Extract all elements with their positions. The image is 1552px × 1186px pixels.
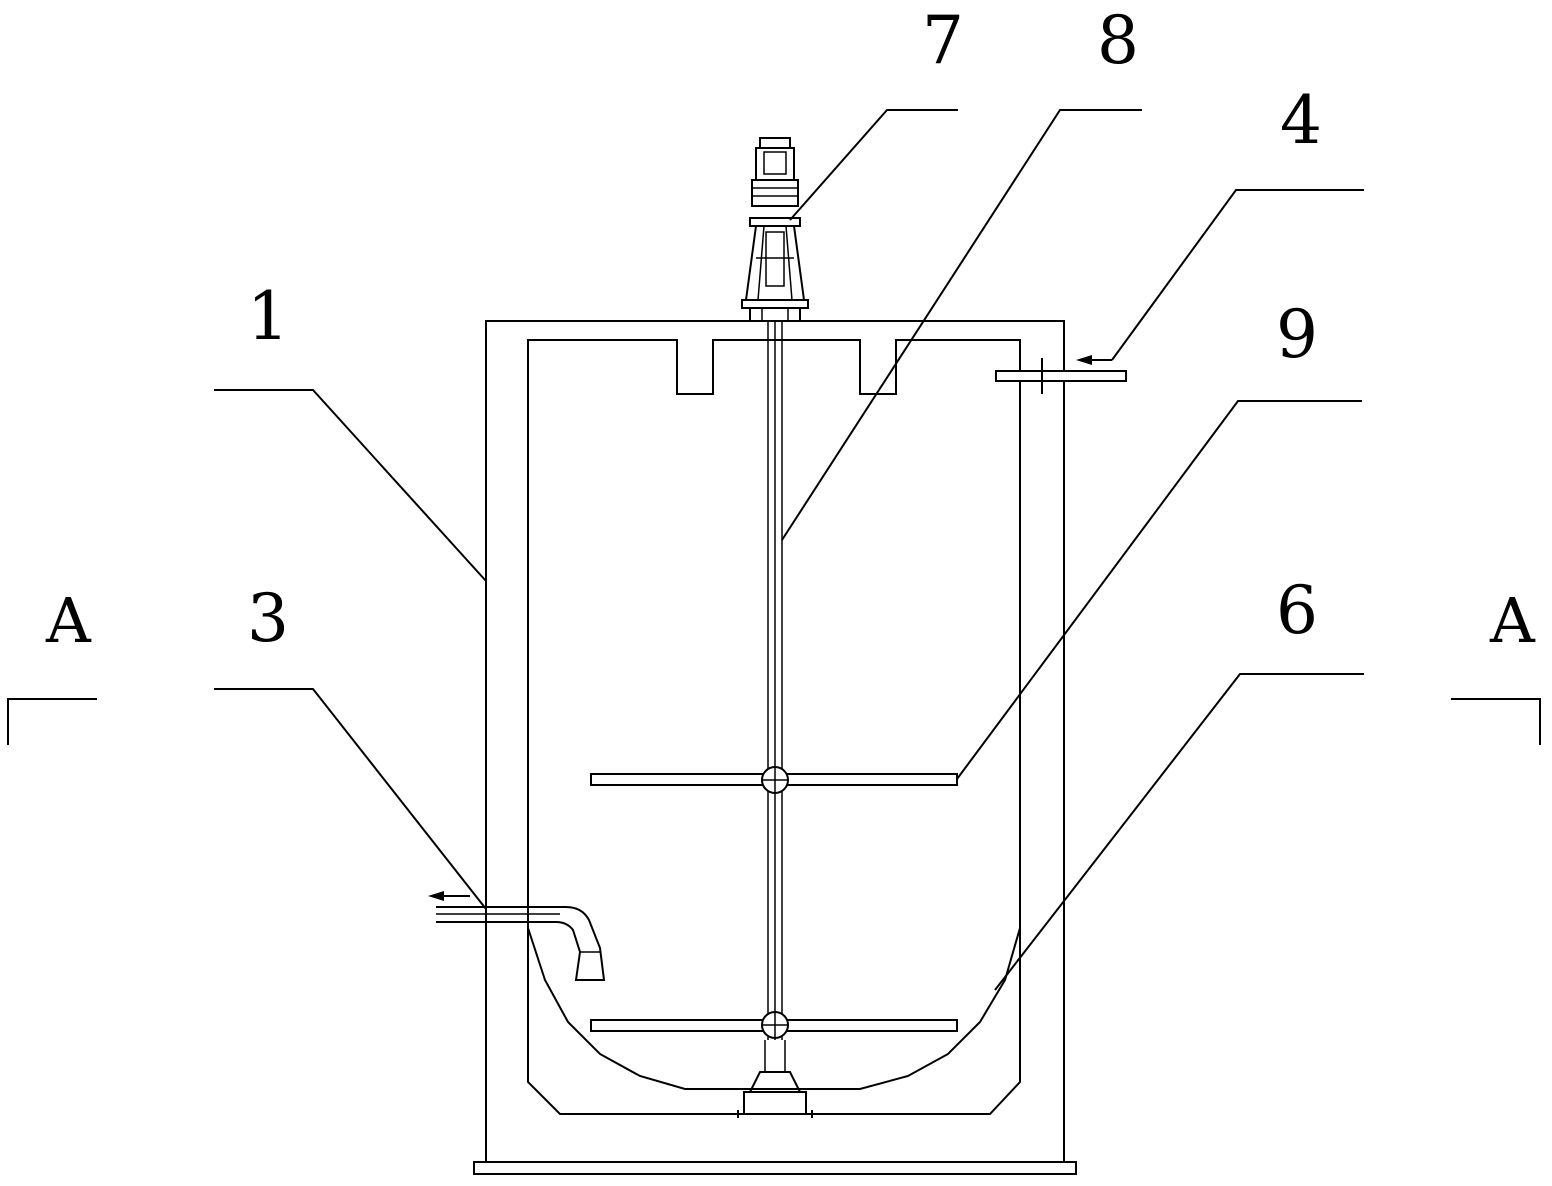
leader-line-7 [789,109,958,221]
label-part-7: 7 [922,2,964,79]
inner-tank [527,339,1021,1115]
base-plate [473,1161,1077,1175]
section-mark-left [7,698,97,745]
lower-impeller [590,1011,958,1039]
label-section-right: A [1490,584,1535,657]
label-part-3: 3 [247,580,289,657]
leader-line-8 [781,109,1142,541]
label-part-1: 1 [247,278,289,355]
leader-line-1 [214,389,487,582]
upper-impeller [590,766,958,794]
leader-line-3 [214,688,487,910]
label-part-8: 8 [1097,2,1139,79]
bowl-bottom-liner [527,927,1021,1090]
label-part-9: 9 [1276,296,1318,373]
label-part-6: 6 [1276,572,1318,649]
leader-line-4 [1111,189,1364,361]
inlet-pipe [995,355,1127,394]
agitator-shaft [767,300,783,1040]
label-part-4: 4 [1280,82,1322,159]
label-section-left: A [46,584,91,657]
outlet-pipe [428,891,606,981]
section-mark-right [1451,698,1541,745]
bottom-bearing-support [737,1040,813,1118]
leader-line-6 [994,673,1364,991]
drive-motor-assembly [741,137,809,322]
leader-line-9 [956,400,1362,780]
